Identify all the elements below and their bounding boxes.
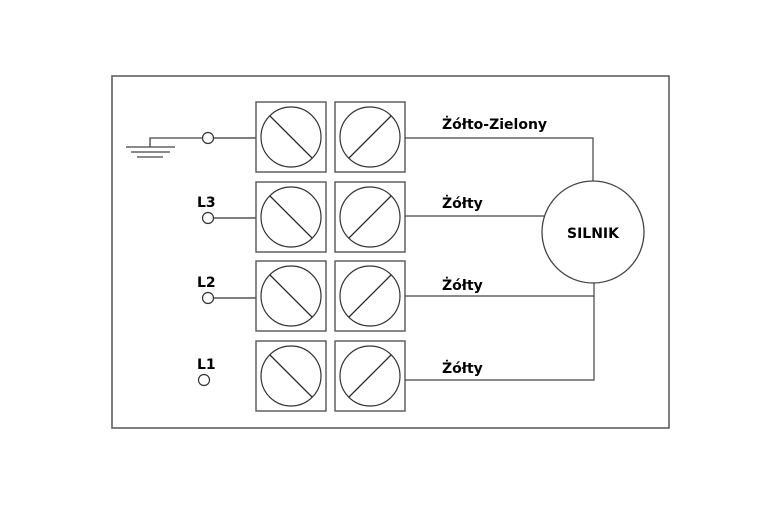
input-terminal-l2 <box>201 291 215 305</box>
screw-slot <box>269 354 313 398</box>
screw-slot <box>269 274 313 318</box>
terminal-block <box>255 260 327 332</box>
terminal-block <box>334 260 406 332</box>
enclosure-frame <box>111 75 670 429</box>
wire-label-1: Żółto-Zielony <box>442 116 547 133</box>
input-label-l3: L3 <box>197 195 216 211</box>
motor-circle <box>541 180 645 284</box>
screw-slot <box>348 115 392 159</box>
terminal-block <box>334 340 406 412</box>
terminal-block <box>255 181 327 253</box>
terminal-block <box>255 101 327 173</box>
wire-label-3: Żółty <box>442 277 483 294</box>
output-wire-row4 <box>405 296 595 381</box>
output-wire-ground <box>405 137 594 182</box>
wire-label-2: Żółty <box>442 195 483 212</box>
wire-label-4: Żółty <box>442 360 483 377</box>
input-terminal-ground <box>201 131 215 145</box>
screw-slot <box>348 354 392 398</box>
input-label-l1: L1 <box>197 357 216 373</box>
screw-slot <box>269 195 313 239</box>
input-terminal-l3 <box>201 211 215 225</box>
screw-slot <box>348 274 392 318</box>
motor-label: SILNIK <box>567 226 620 242</box>
output-wire-row3 <box>405 280 595 297</box>
output-wires <box>405 137 595 381</box>
screw-slot <box>348 195 392 239</box>
ground-icon <box>126 137 203 158</box>
terminal-block <box>334 101 406 173</box>
input-terminal-l1 <box>197 373 211 387</box>
screw-slot <box>269 115 313 159</box>
input-label-l2: L2 <box>197 275 216 291</box>
terminal-block <box>255 340 327 412</box>
terminal-block <box>334 181 406 253</box>
